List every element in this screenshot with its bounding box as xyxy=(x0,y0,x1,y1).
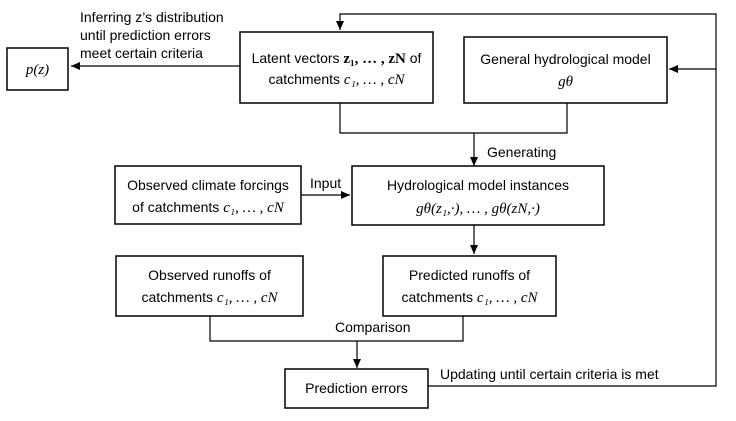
general-line1: General hydrological model xyxy=(480,51,650,67)
generating-label: Generating xyxy=(487,144,556,160)
node-general-model: General hydrological model gθ xyxy=(463,36,668,104)
predicted-runoffs-line2: catchments c₁, … , cN xyxy=(401,289,538,306)
latent-line2: catchments c₁, … , cN xyxy=(268,71,405,88)
inferring-label-line3: meet certain criteria xyxy=(80,45,203,61)
edge-runoffs-merge xyxy=(209,316,464,342)
node-observed-runoffs: Observed runoffs of catchments c₁, … , c… xyxy=(115,255,304,317)
inferring-label-line1: Inferring z’s distribution xyxy=(80,9,224,25)
comparison-label: Comparison xyxy=(335,319,410,335)
input-label: Input xyxy=(310,175,341,191)
node-climate-forcings: Observed climate forcings of catchments … xyxy=(114,165,302,225)
node-prediction-errors: Prediction errors xyxy=(284,368,429,409)
node-pz: p(z) xyxy=(6,47,69,91)
node-latent-vectors: Latent vectors z₁, … , zN of catchments … xyxy=(239,31,434,104)
latent-line1: Latent vectors z₁, … , zN of xyxy=(252,50,422,67)
predicted-runoffs-line1: Predicted runoffs of xyxy=(409,267,530,283)
instances-line2: gθ(z₁,·), … , gθ(zN,·) xyxy=(416,201,540,217)
climate-line1: Observed climate forcings xyxy=(127,177,289,193)
updating-label: Updating until certain criteria is met xyxy=(440,366,659,382)
inferring-label-line2: until prediction errors xyxy=(80,27,211,43)
node-model-instances: Hydrological model instances gθ(z₁,·), …… xyxy=(351,165,605,226)
edge-models-merge xyxy=(339,103,568,134)
edge-feedback-to-latent xyxy=(336,13,717,387)
instances-line1: Hydrological model instances xyxy=(387,177,569,193)
climate-line2: of catchments c₁, … , cN xyxy=(132,199,285,216)
observed-runoffs-line1: Observed runoffs of xyxy=(148,267,271,283)
pz-text: p(z) xyxy=(25,62,49,78)
node-predicted-runoffs: Predicted runoffs of catchments c₁, … , … xyxy=(382,255,557,317)
general-line2: gθ xyxy=(558,74,574,90)
observed-runoffs-line2: catchments c₁, … , cN xyxy=(141,289,278,306)
errors-line1: Prediction errors xyxy=(305,380,408,396)
